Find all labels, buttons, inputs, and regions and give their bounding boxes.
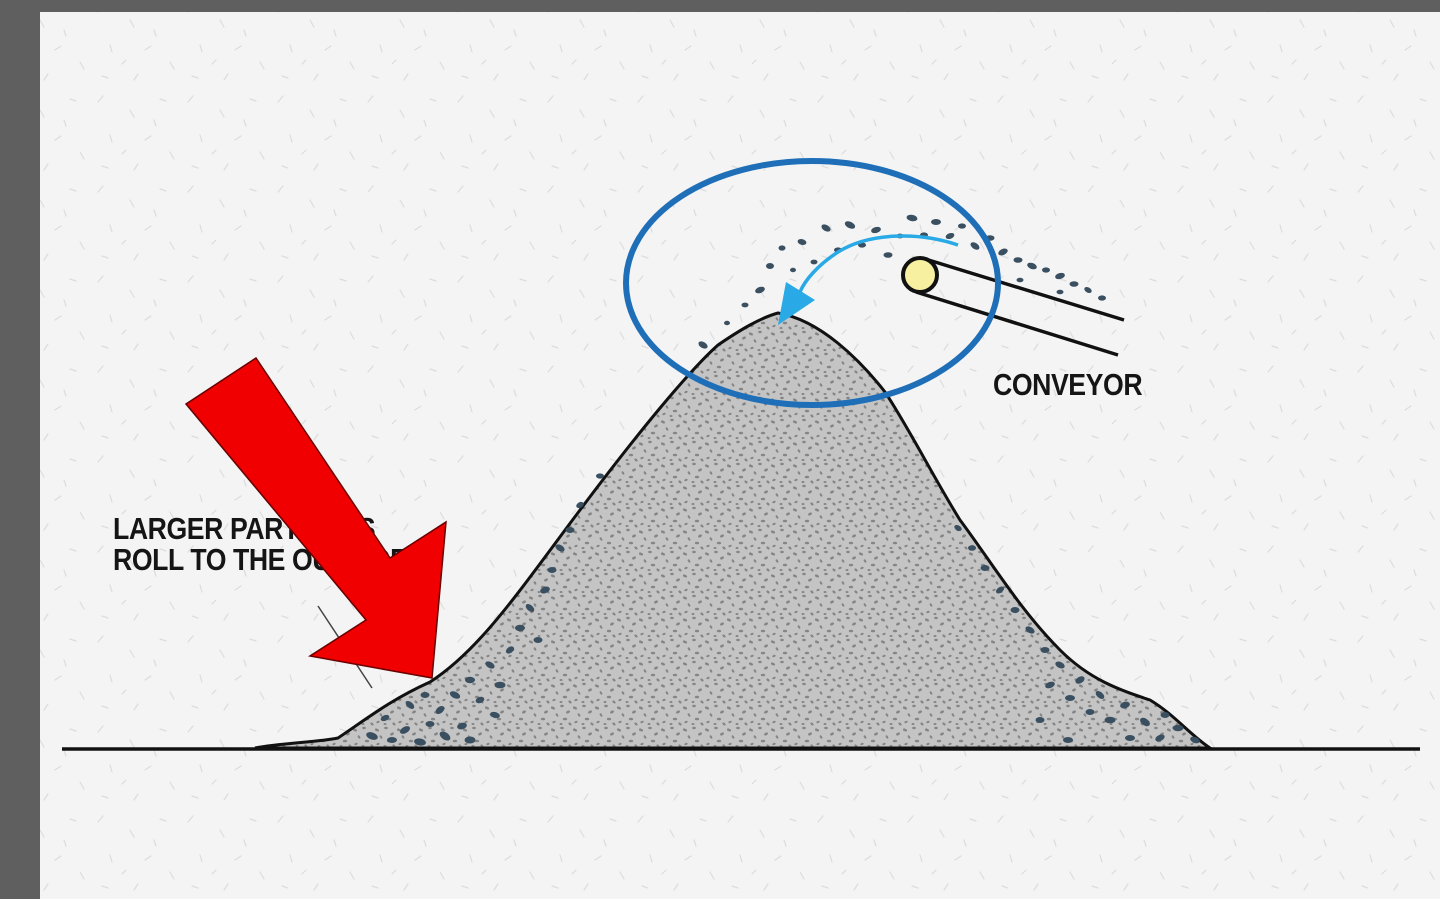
stockpile — [254, 311, 1216, 750]
particles-label-line1: LARGER PARTICLES — [113, 511, 376, 546]
conveyor-roller-icon — [901, 256, 939, 294]
conveyor-belt — [901, 256, 1125, 357]
coarse-particles-left — [366, 473, 604, 746]
curved-arrow-icon — [778, 234, 959, 325]
conveyor-label: CONVEYOR — [993, 367, 1143, 402]
highlight-circle — [623, 158, 1001, 408]
particles-label: LARGER PARTICLES ROLL TO THE OUTSIDE — [113, 511, 408, 577]
coarse-particles-right — [954, 524, 1200, 744]
particles-label-line2: ROLL TO THE OUTSIDE — [113, 542, 408, 577]
